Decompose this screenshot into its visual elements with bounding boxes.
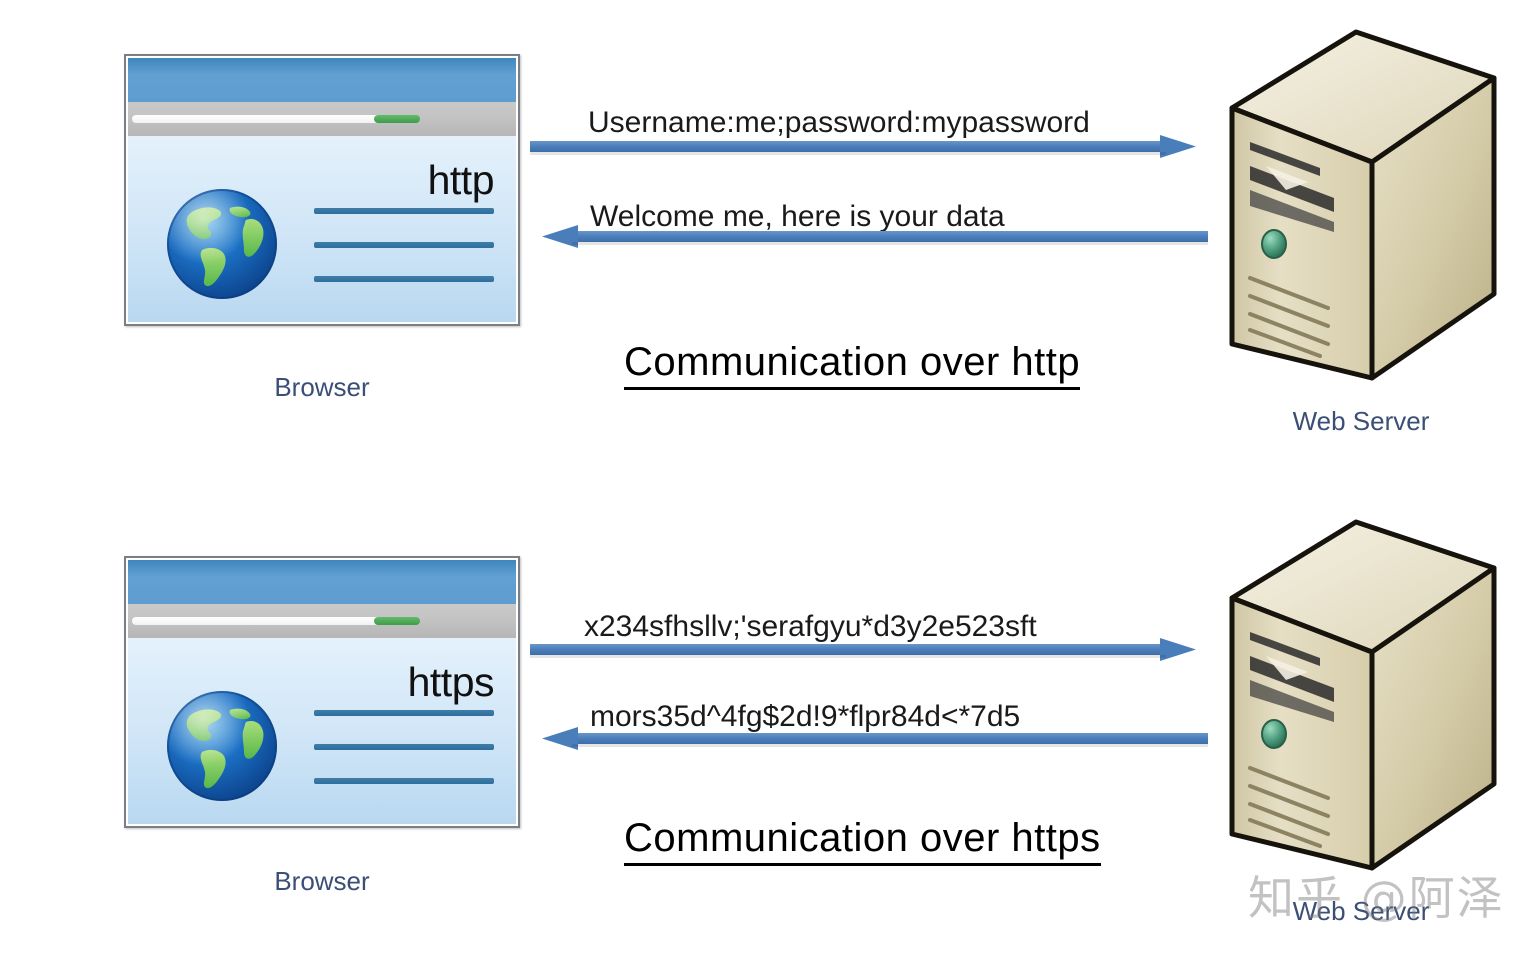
page-line [314, 710, 494, 716]
response-message-https: mors35d^4fg$2d!9*flpr84d<*7d5 [590, 700, 1021, 733]
page-line [314, 778, 494, 784]
response-arrow-https [534, 726, 1210, 759]
page-line [314, 276, 494, 282]
protocol-label-http: http [427, 157, 495, 203]
page-line [314, 744, 494, 750]
watermark-text: 知乎 @阿泽 [1248, 871, 1505, 925]
browser-content-area: http [128, 136, 516, 322]
address-bar-input[interactable] [132, 617, 390, 625]
server-icon-https [1216, 516, 1506, 901]
section-caption-http: Communication over http [624, 340, 1081, 390]
address-bar-input[interactable] [132, 115, 390, 123]
request-message-http: Username:me;password:mypassword [588, 106, 1090, 139]
browser-caption-https: Browser [274, 866, 370, 896]
browser-toolbar [128, 102, 516, 136]
page-text-lines: https [314, 659, 495, 784]
browser-titlebar [128, 560, 516, 604]
secure-indicator-icon [374, 617, 420, 625]
browser-content-area: https [128, 638, 516, 824]
browser-window-http[interactable]: http [124, 54, 520, 326]
browser-toolbar [128, 604, 516, 638]
browser-titlebar [128, 58, 516, 102]
request-arrow-https [530, 637, 1198, 670]
server-label-http: Web Server [1292, 406, 1430, 436]
protocol-label-https: https [407, 659, 495, 705]
browser-window-https[interactable]: https [124, 556, 520, 828]
secure-indicator-icon [374, 115, 420, 123]
section-caption-https: Communication over https [624, 816, 1101, 866]
response-message-http: Welcome me, here is your data [590, 200, 1005, 233]
page-line [314, 208, 494, 214]
page-text-lines: http [314, 157, 495, 282]
response-arrow-http [534, 224, 1210, 257]
server-label-https: Web Server [1292, 896, 1430, 926]
request-message-https: x234sfhsllv;'serafgyu*d3y2e523sft [584, 610, 1037, 643]
server-icon-http [1216, 26, 1506, 411]
globe-icon [162, 686, 282, 806]
page-line [314, 242, 494, 248]
request-arrow-http [530, 134, 1198, 167]
globe-icon [162, 184, 282, 304]
browser-caption-http: Browser [274, 372, 370, 402]
